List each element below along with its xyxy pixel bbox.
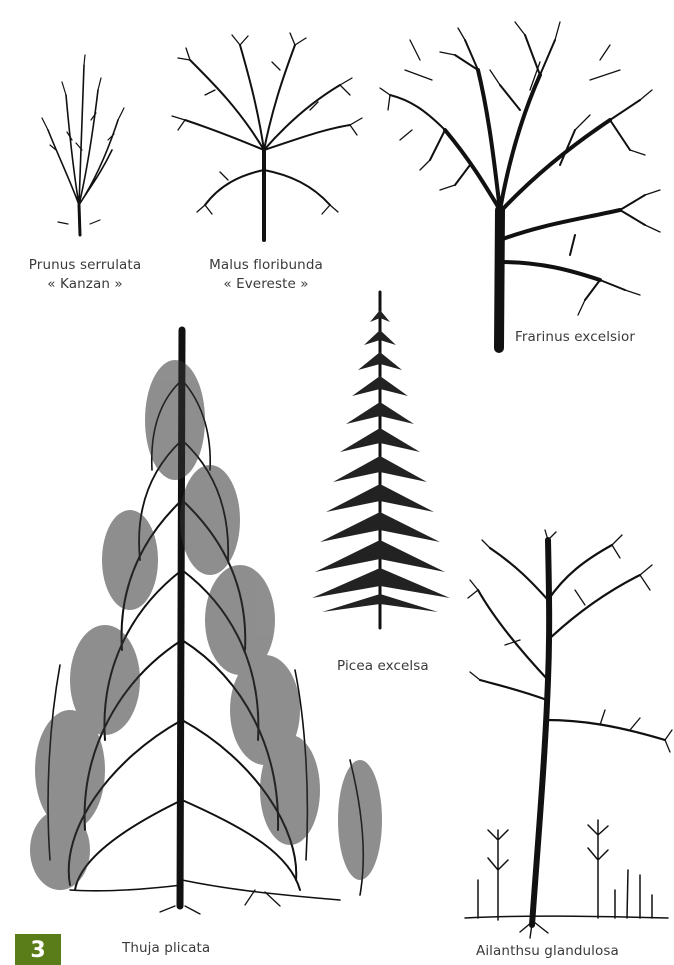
fraxinus-excelsior-label: Frarinus excelsior: [515, 328, 645, 347]
picea-excelsa-tree: [312, 292, 450, 628]
prunus-serrulata-tree: [42, 55, 124, 235]
malus-floribunda-label: Malus floribunda « Evereste »: [196, 256, 336, 294]
prunus-serrulata-label: Prunus serrulata « Kanzan »: [20, 256, 150, 294]
prunus-label-line2: « Kanzan »: [20, 275, 150, 294]
malus-label-line1: Malus floribunda: [196, 256, 336, 275]
thuja-plicata-tree: [30, 330, 382, 914]
page-number-badge: 3: [15, 934, 61, 965]
prunus-label-line1: Prunus serrulata: [20, 256, 150, 275]
malus-floribunda-tree: [172, 33, 362, 240]
picea-excelsa-label: Picea excelsa: [337, 657, 437, 676]
malus-label-line2: « Evereste »: [196, 275, 336, 294]
fraxinus-excelsior-tree: [380, 22, 660, 348]
ailanthus-glandulosa-tree: [465, 530, 672, 938]
ailanthus-glandulosa-label: Ailanthsu glandulosa: [476, 942, 636, 961]
thuja-plicata-label: Thuja plicata: [122, 939, 242, 958]
